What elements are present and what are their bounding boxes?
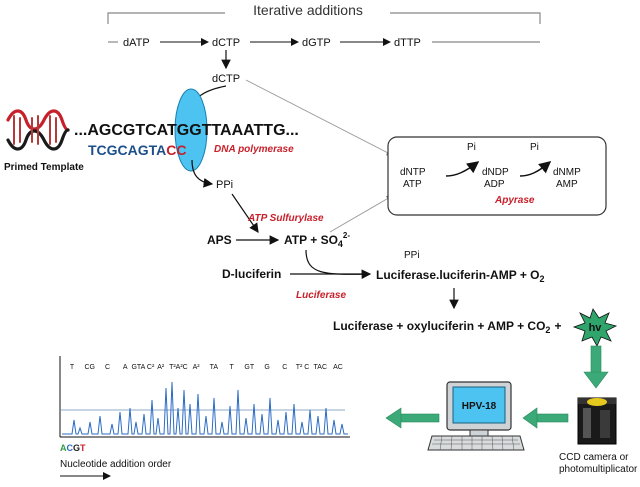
ccd-camera-icon	[577, 397, 617, 445]
luciferase-intermediate: Luciferase.luciferin-AMP + O2	[376, 268, 545, 284]
intermediate-o2-sub: 2	[540, 274, 545, 284]
keyboard	[427, 435, 525, 451]
camera-label-line1: CCD camera or	[559, 452, 629, 463]
nuc-dttp: dTTP	[394, 37, 421, 49]
pyrogram-peak-label: C	[105, 364, 110, 371]
ppi-product: PPi	[216, 179, 233, 191]
pyrogram-peak-label: T²A²C	[169, 364, 188, 371]
apyrase-arrow-1	[445, 161, 480, 177]
apyrase-label: Apyrase	[494, 195, 535, 206]
dctp-to-apyrase-line	[245, 79, 393, 156]
final-plus: +	[554, 319, 561, 333]
primed-template-label: Primed Template	[4, 162, 84, 173]
ppi-to-sulfurylase-arrow	[231, 193, 259, 233]
so4-superscript: 2-	[343, 231, 350, 240]
hv-label: hv	[589, 322, 603, 334]
dna-bottom-added: CC	[166, 142, 186, 158]
dna-helix	[6, 109, 70, 151]
screen-label: HPV-18	[462, 401, 497, 412]
apyrase-box: dNTP ATP Pi dNDP ADP Pi dNMP AMP Apyrase	[387, 136, 607, 216]
final-main: Luciferase + oxyluciferin + AMP + CO	[333, 319, 545, 333]
aps-label: APS	[207, 233, 232, 247]
green-arrow-to-pyrogram	[385, 407, 440, 429]
apyrase-pi-2: Pi	[530, 142, 539, 153]
pyrogram-peak-label: TAC	[314, 364, 327, 371]
atp-so4-main: ATP + SO	[284, 233, 338, 247]
order-label: Nucleotide addition order	[60, 459, 172, 470]
camera-label-line2: photomultiplicator	[559, 464, 638, 475]
luciferase-label: Luciferase	[296, 290, 346, 301]
apyrase-arrow-2	[519, 161, 552, 177]
atp-to-luciferase-arrow	[305, 249, 372, 279]
apyrase-output-dnmp: dNMP	[553, 167, 581, 178]
apyrase-output-amp: AMP	[556, 179, 578, 190]
incoming-dctp: dCTP	[212, 73, 240, 85]
intermediate-main: Luciferase.luciferin-AMP + O	[376, 268, 540, 282]
cycle-title-bg	[225, 2, 390, 20]
apyrase-input-dntp: dNTP	[400, 167, 426, 178]
dna-top-strand: ...AGCGTCATGGTTAAATTG...	[74, 122, 299, 139]
apyrase-pi-1: Pi	[467, 142, 476, 153]
luciferase-side-ppi: PPi	[404, 250, 420, 261]
pyrogram-peak-label: AC	[333, 364, 343, 371]
order-letter-t: T	[80, 443, 86, 453]
pyrogram-peak-label: GTA C²	[131, 364, 154, 371]
cycle-title: Iterative additions	[253, 2, 363, 18]
monitor-screen	[452, 386, 506, 424]
nuc-datp: dATP	[123, 37, 150, 49]
apyrase-box-border	[387, 136, 607, 216]
dna-bottom-prefix: TCGCAGTA	[88, 142, 166, 158]
pyrogram-peak-label: T² C	[296, 364, 310, 371]
dna-polymerase-shape	[174, 88, 208, 172]
d-luciferin-label: D-luciferin	[222, 267, 281, 281]
dna-polymerase-label: DNA polymerase	[214, 144, 294, 155]
apyrase-mid-dndp: dNDP	[482, 167, 509, 178]
pyrogram-peak-label: TA	[210, 364, 219, 371]
computer-icon	[427, 381, 525, 451]
final-co2-sub: 2	[545, 325, 550, 335]
order-letter-g: G	[73, 443, 80, 453]
atp-so4-product: ATP + SO42-	[284, 231, 350, 249]
sulfurylase-label: ATP Sulfurylase	[247, 213, 324, 224]
atp-to-apyrase-line	[329, 195, 393, 233]
so4-subscript: 4	[338, 239, 343, 249]
iterative-cycle: Iterative additions dATP dCTP dGTP dTTP …	[107, 2, 541, 85]
green-arrow-to-computer	[522, 407, 569, 429]
green-arrow-down	[583, 345, 609, 389]
pyrogram-peak-label: GT	[244, 364, 254, 371]
pyrogram-peak-label: CG	[84, 364, 95, 371]
pyrogram-peak-label: A	[123, 364, 128, 371]
pyrogram-trace	[62, 381, 348, 435]
luciferase-final: Luciferase + oxyluciferin + AMP + CO2 +	[333, 319, 561, 335]
dna-bottom-strand: TCGCAGTACC	[88, 142, 187, 158]
pyrogram-peak-label: T	[229, 364, 234, 371]
apyrase-mid-adp: ADP	[484, 179, 505, 190]
pyrogram-peak-label: G	[264, 364, 269, 371]
pyrogram-peak-label: T	[70, 364, 75, 371]
order-letter-a: A	[60, 443, 67, 453]
polymerase-to-ppi-arrow	[191, 159, 214, 188]
nuc-dgtp: dGTP	[302, 37, 331, 49]
order-letter-c: C	[67, 443, 74, 453]
order-letters: ACGT	[60, 443, 86, 453]
pyrogram-peak-label: C	[282, 364, 287, 371]
pyrogram-peak-label: A²	[157, 364, 165, 371]
nuc-dctp: dCTP	[212, 37, 240, 49]
apyrase-input-atp: ATP	[403, 179, 422, 190]
pyrogram-peak-label: A²	[193, 364, 201, 371]
